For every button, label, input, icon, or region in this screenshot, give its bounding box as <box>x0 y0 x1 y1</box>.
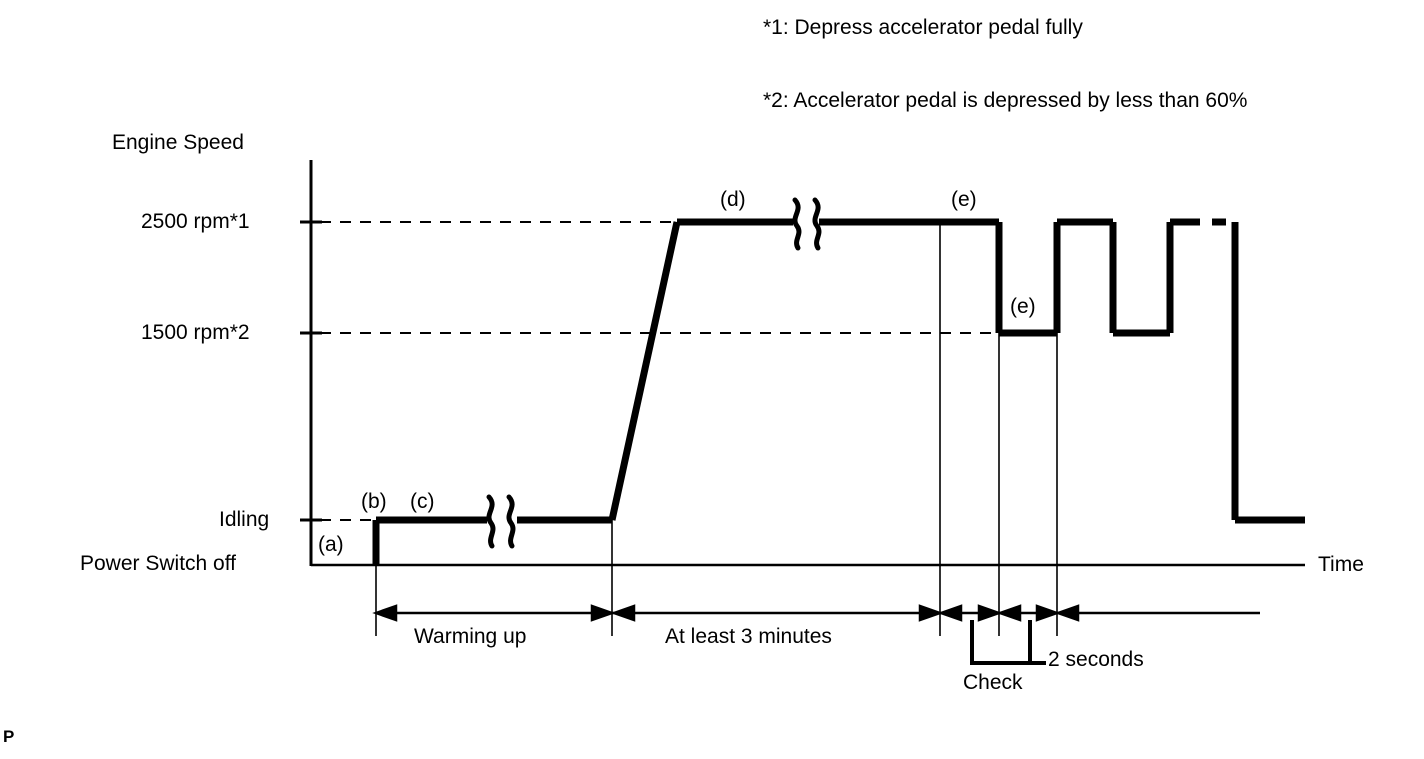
arrow-head-3min-right <box>918 604 944 622</box>
arrow-head-check1-right <box>977 604 1003 622</box>
step-label-b: (b) <box>361 490 387 513</box>
arrow-head-tail-left <box>1054 604 1080 622</box>
x-axis-title: Time <box>1318 553 1364 576</box>
arrow-head-warming-right <box>590 604 616 622</box>
figure-id-label: P <box>3 727 15 746</box>
step-label-e1: (e) <box>951 188 977 211</box>
footnote-1: *1: Depress accelerator pedal fully <box>763 16 1083 39</box>
break-symbol-2500 <box>792 197 822 251</box>
footnote-2: *2: Accelerator pedal is depressed by le… <box>763 89 1248 112</box>
span-label-check: Check <box>963 671 1023 694</box>
y-tick-label-2500: 2500 rpm*1 <box>141 210 250 233</box>
break-symbol-idling <box>486 494 516 549</box>
span-arrow-group <box>372 604 1260 622</box>
arrow-head-3min-left <box>610 604 636 622</box>
waveform-segment-ramp-up <box>608 221 681 521</box>
span-label-warming-up: Warming up <box>414 625 527 648</box>
arrow-head-check2-left <box>996 604 1022 622</box>
y-axis-title: Engine Speed <box>112 131 244 154</box>
arrow-head-check2-right <box>1035 604 1061 622</box>
arrow-head-warming-left <box>372 604 398 622</box>
check-bracket <box>970 620 1046 665</box>
engine-speed-waveform <box>372 218 1305 566</box>
step-label-e2: (e) <box>1010 295 1036 318</box>
y-tick-label-idling: Idling <box>219 508 270 531</box>
y-tick-label-1500: 1500 rpm*2 <box>141 321 250 344</box>
step-label-d: (d) <box>720 188 746 211</box>
span-label-two-seconds: 2 seconds <box>1048 648 1144 671</box>
step-label-a: (a) <box>318 533 344 556</box>
baseline-label-power-switch-off: Power Switch off <box>80 552 237 575</box>
step-label-c: (c) <box>410 490 435 513</box>
span-label-three-minutes: At least 3 minutes <box>665 625 832 648</box>
arrow-head-check1-left <box>937 604 963 622</box>
